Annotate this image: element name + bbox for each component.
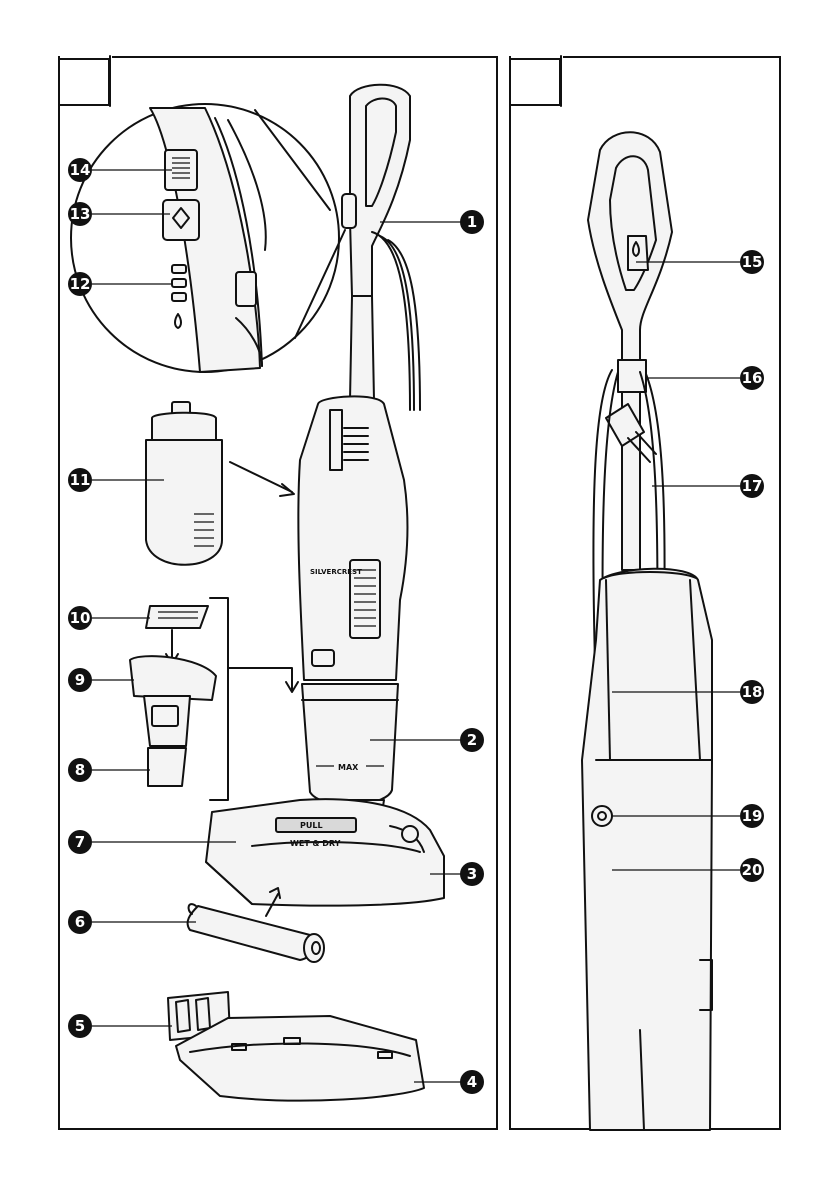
callout-badge-2: 2 xyxy=(460,728,484,752)
base-station xyxy=(168,992,424,1101)
callout-number: 10 xyxy=(70,609,91,627)
callout-number: 7 xyxy=(75,833,85,851)
callout-number: 1 xyxy=(467,213,477,231)
callout-number: 5 xyxy=(75,1017,85,1035)
filter-assembly xyxy=(130,598,298,800)
callout-number: 17 xyxy=(742,477,763,495)
mode-label: WET & DRY xyxy=(290,839,341,848)
brand-label: SILVERCREST xyxy=(310,568,362,576)
callout-badge-8: 8 xyxy=(68,758,92,782)
callout-badge-7: 7 xyxy=(68,830,92,854)
callout-number: 4 xyxy=(467,1073,477,1091)
vacuum-main-body: SILVERCREST MAX xyxy=(298,85,420,826)
brush-roller xyxy=(188,904,324,962)
callout-number: 15 xyxy=(742,253,763,271)
mode-button-icon xyxy=(163,200,199,240)
fresh-water-tank xyxy=(146,402,222,565)
callout-number: 19 xyxy=(742,807,763,825)
callout-badge-16: 16 xyxy=(740,366,764,390)
callout-badge-5: 5 xyxy=(68,1014,92,1038)
callout-number: 16 xyxy=(742,369,763,387)
callout-badge-4: 4 xyxy=(460,1070,484,1094)
callout-number: 8 xyxy=(75,761,85,779)
callout-badge-20: 20 xyxy=(740,858,764,882)
callout-number: 20 xyxy=(742,861,763,879)
pull-label: PULL xyxy=(300,821,323,830)
callout-number: 18 xyxy=(742,683,763,701)
callout-badge-9: 9 xyxy=(68,668,92,692)
max-label: MAX xyxy=(338,763,359,772)
callout-badge-3: 3 xyxy=(460,862,484,886)
callout-badge-19: 19 xyxy=(740,804,764,828)
callout-badge-17: 17 xyxy=(740,474,764,498)
callout-badge-18: 18 xyxy=(740,680,764,704)
callout-badge-6: 6 xyxy=(68,910,92,934)
vacuum-side-detail xyxy=(582,132,712,1130)
callout-badge-12: 12 xyxy=(68,272,92,296)
detail-magnifier xyxy=(71,104,345,372)
callout-number: 6 xyxy=(75,913,85,931)
callout-number: 2 xyxy=(467,731,477,749)
callout-badge-13: 13 xyxy=(68,202,92,226)
callout-number: 9 xyxy=(75,671,85,689)
callout-number: 14 xyxy=(70,161,91,179)
callout-badge-10: 10 xyxy=(68,606,92,630)
callout-number: 12 xyxy=(70,275,91,293)
floor-head: PULL WET & DRY xyxy=(206,799,444,905)
drop-icon xyxy=(175,314,181,328)
callout-number: 3 xyxy=(467,865,477,883)
callout-badge-11: 11 xyxy=(68,468,92,492)
callout-badge-1: 1 xyxy=(460,210,484,234)
callout-number: 13 xyxy=(70,205,91,223)
callout-badge-14: 14 xyxy=(68,158,92,182)
callout-badge-15: 15 xyxy=(740,250,764,274)
callout-number: 11 xyxy=(70,471,91,489)
